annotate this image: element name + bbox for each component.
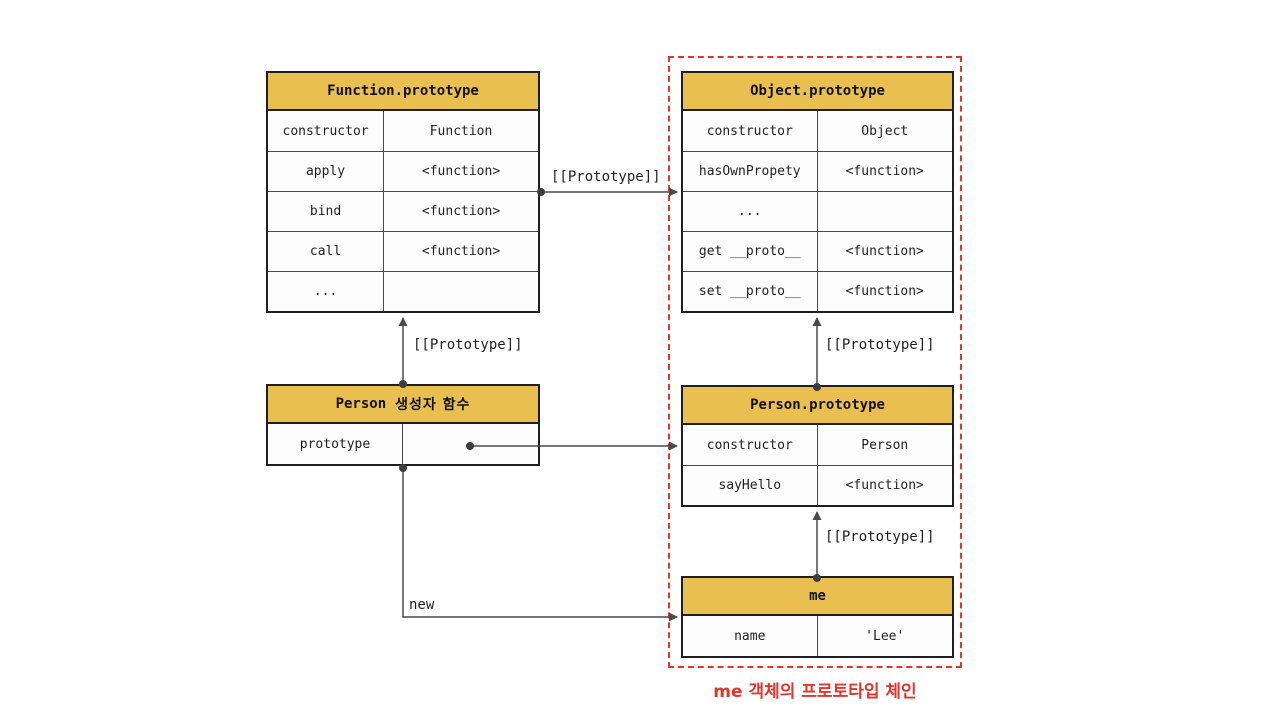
property-value-cell: <function> (845, 164, 924, 179)
table-person-prototype: Person.prototype constructor Person sayH… (681, 385, 954, 507)
arrow-person-to-function-prototype (398, 317, 408, 388)
arrow-fn-to-object-prototype (537, 187, 678, 197)
property-name-cell: name (683, 616, 818, 656)
property-name-cell: hasOwnPropety (683, 152, 818, 191)
property-name-cell: constructor (683, 111, 818, 151)
property-name-cell: call (268, 232, 385, 271)
table-row: get __proto__ <function> (683, 231, 952, 271)
prototype-link-label: [[Prototype]] (825, 337, 935, 353)
property-name-cell: constructor (268, 111, 385, 151)
property-value-cell (403, 424, 538, 464)
table-row: bind <function> (268, 191, 538, 231)
table-title: Object.prototype (683, 73, 952, 111)
property-value-cell: Person (861, 437, 909, 453)
table-title: Person 생성자 함수 (268, 386, 538, 424)
table-row: constructor Object (683, 111, 952, 151)
property-value-cell: <function> (845, 478, 924, 493)
table-row: constructor Function (268, 111, 538, 151)
table-row: prototype (268, 424, 538, 464)
property-value-cell: <function> (845, 284, 924, 299)
property-name-cell: get __proto__ (683, 232, 818, 271)
diagram-caption: me 객체의 프로토타입 체인 (713, 682, 917, 702)
property-name-cell: constructor (683, 425, 818, 465)
table-me: me name 'Lee' (681, 576, 954, 658)
property-value-cell: 'Lee' (865, 628, 905, 644)
property-name-cell: apply (268, 152, 385, 191)
table-row: name 'Lee' (683, 616, 952, 656)
property-name-cell: set __proto__ (683, 272, 818, 311)
table-title: Function.prototype (268, 73, 538, 111)
table-function-prototype: Function.prototype constructor Function … (266, 71, 540, 313)
property-value-cell: <function> (421, 244, 501, 259)
table-row: ... (268, 271, 538, 311)
property-value-cell: Function (429, 123, 493, 139)
property-value-cell: <function> (421, 204, 501, 219)
prototype-chain-boundary (668, 56, 962, 668)
table-row: sayHello <function> (683, 465, 952, 505)
table-row: constructor Person (683, 425, 952, 465)
property-name-cell: ... (268, 272, 385, 311)
property-value-cell (818, 192, 953, 231)
table-row: set __proto__ <function> (683, 271, 952, 311)
new-operator-label: new (409, 597, 435, 613)
property-name-cell: ... (683, 192, 818, 231)
table-title: me (683, 578, 952, 616)
property-name-cell: prototype (268, 424, 403, 464)
property-value-cell: <function> (421, 164, 501, 179)
property-value-cell (384, 272, 538, 311)
table-object-prototype: Object.prototype constructor Object hasO… (681, 71, 954, 313)
table-title-korean: 생성자 함수 (395, 397, 471, 413)
table-row: call <function> (268, 231, 538, 271)
table-row: apply <function> (268, 151, 538, 191)
table-row: ... (683, 191, 952, 231)
prototype-link-label: [[Prototype]] (413, 337, 523, 353)
table-title-code: Person (335, 396, 387, 412)
arrow-new-person-to-me (399, 464, 678, 622)
property-value-cell: <function> (845, 244, 924, 259)
prototype-link-label: [[Prototype]] (551, 169, 661, 185)
property-name-cell: sayHello (683, 466, 818, 505)
property-name-cell: bind (268, 192, 385, 231)
table-person-constructor: Person 생성자 함수 prototype (266, 384, 540, 466)
prototype-link-label: [[Prototype]] (825, 529, 935, 545)
table-title: Person.prototype (683, 387, 952, 425)
property-value-cell: Object (861, 123, 909, 139)
table-row: hasOwnPropety <function> (683, 151, 952, 191)
